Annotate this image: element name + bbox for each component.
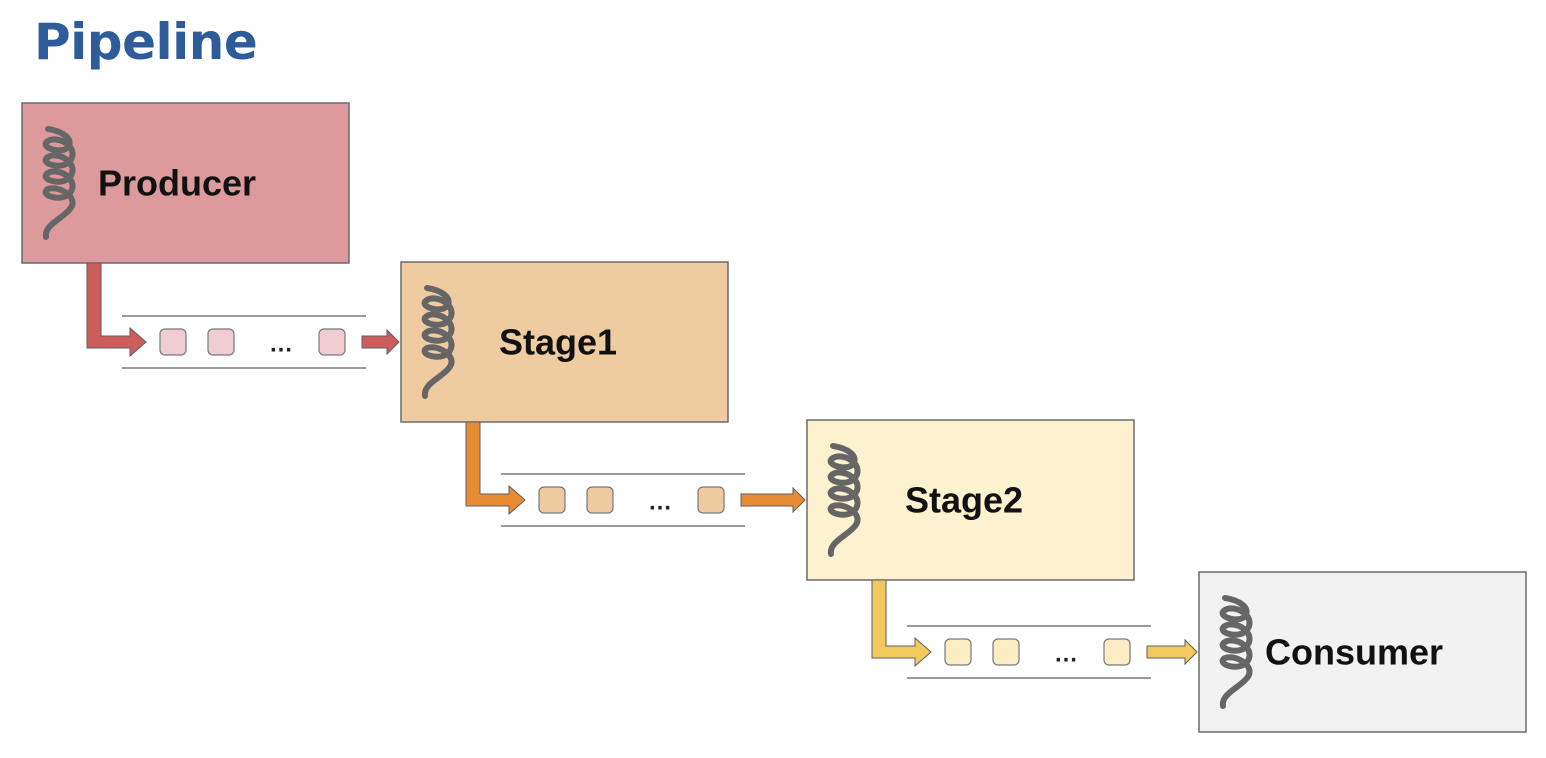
- queue-out-arrow: [361, 328, 400, 356]
- bent-arrow: [86, 262, 147, 358]
- queue-1: …: [86, 262, 400, 369]
- thread-coil-icon: [42, 126, 76, 240]
- stage-label: Stage1: [499, 322, 617, 363]
- stage-box: [1198, 571, 1527, 733]
- thread-coil-icon: [827, 443, 861, 557]
- queue-item: [159, 328, 187, 356]
- queue-2: …: [465, 421, 806, 527]
- thread-coil-icon: [421, 285, 455, 399]
- thread-coil-icon: [1219, 595, 1253, 709]
- stage-label: Consumer: [1265, 632, 1443, 673]
- stage-3: Stage2: [806, 419, 1135, 581]
- queue-item: [538, 486, 566, 514]
- queue-item: [207, 328, 235, 356]
- queue-out-arrow: [1146, 638, 1198, 666]
- stage-box: [21, 102, 350, 264]
- stage-2: Stage1: [400, 261, 729, 423]
- stage-box: [806, 419, 1135, 581]
- queue-out-arrow: [740, 486, 806, 514]
- stage-label: Producer: [98, 163, 256, 204]
- stage-1: Producer: [21, 102, 350, 264]
- queue-item: [318, 328, 346, 356]
- stage-box: [400, 261, 729, 423]
- page-title: Pipeline: [34, 13, 258, 71]
- queue-ellipsis: …: [269, 331, 293, 358]
- queue-3: …: [871, 579, 1198, 679]
- bent-arrow: [465, 421, 526, 516]
- queue-item: [697, 486, 725, 514]
- queue-item: [586, 486, 614, 514]
- queue-ellipsis: …: [1054, 641, 1078, 668]
- queue-item: [944, 638, 972, 666]
- queue-item: [992, 638, 1020, 666]
- queue-ellipsis: …: [648, 489, 672, 516]
- queue-item: [1103, 638, 1131, 666]
- stage-label: Stage2: [905, 480, 1023, 521]
- stage-4: Consumer: [1198, 571, 1527, 733]
- bent-arrow: [871, 579, 932, 668]
